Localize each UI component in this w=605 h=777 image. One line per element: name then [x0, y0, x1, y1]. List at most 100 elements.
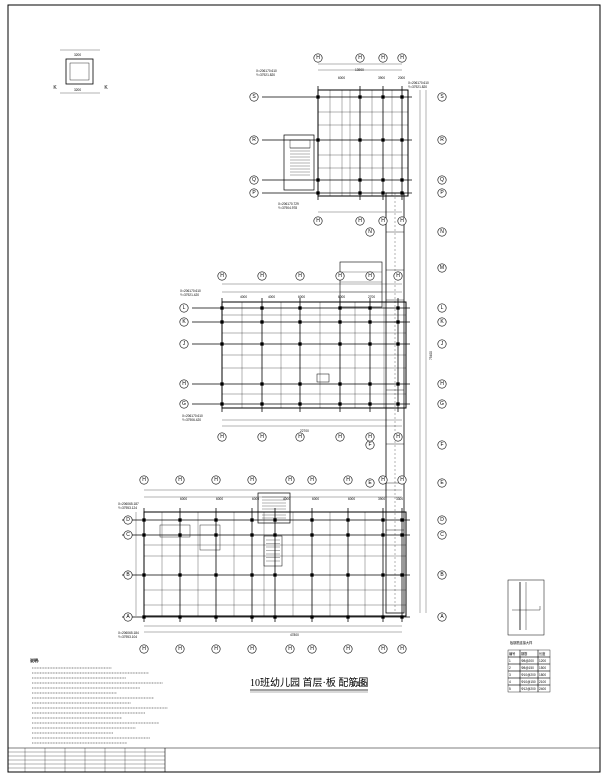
column — [338, 402, 342, 406]
svg-text:E: E — [440, 480, 444, 486]
svg-text:H: H — [381, 218, 385, 224]
grid-bubble-mid-col-bottom: H — [365, 432, 375, 442]
grid-bubble-corridor-row: E — [437, 478, 447, 488]
svg-text:H: H — [346, 477, 350, 483]
drawing-title-group: 10班幼儿园 首层·板 配筋图 1:150 — [250, 676, 368, 693]
grid-bubble-bottom-col-bottom: H — [139, 644, 149, 654]
column — [178, 615, 182, 619]
coord-top-bottom-y: Y=37904.978 — [278, 206, 297, 210]
svg-text:G: G — [440, 401, 444, 407]
svg-text:H: H — [368, 434, 372, 440]
svg-text:H: H — [182, 381, 186, 387]
dim-mid-3: 6000 — [298, 295, 305, 299]
grid-bubble-bottom-col: H — [211, 475, 221, 485]
coord-bot-left-x: X=206065.187 — [118, 502, 139, 506]
coord-top-right-y: Y=37921.820 — [408, 85, 427, 89]
bottom-room — [159, 524, 191, 538]
dim-top-2: 3900 — [378, 76, 385, 80]
grid-bubble-corridor-left: N — [365, 227, 375, 237]
dimension-labels: 6000 3900 2000 13900 4000 4000 6000 6000… — [180, 68, 433, 637]
svg-text:H: H — [310, 477, 314, 483]
dim-bot-8: 3300 — [396, 497, 403, 501]
svg-text:L: L — [183, 305, 186, 311]
legend-cell-border — [537, 684, 551, 693]
dim-bot-6: 6000 — [348, 497, 355, 501]
coord-bot-bottom-y: Y=37953.104 — [118, 635, 137, 639]
grid-bubble-bottom-row-right: D — [437, 515, 447, 525]
dim-mid-5: 2700 — [368, 295, 375, 299]
column — [220, 342, 224, 346]
grid-bubble-top-row-right: P — [437, 188, 447, 198]
grid-bubble-bottom-col-bottom: H — [211, 644, 221, 654]
column — [310, 518, 314, 522]
section-mark-k-left: K — [53, 85, 57, 91]
column — [400, 138, 404, 142]
coordinate-notes: X=206170.610 Y=37921.820 X=206170.610 Y=… — [118, 69, 429, 639]
legend-cell: 3 — [509, 673, 511, 677]
svg-text:H: H — [288, 477, 292, 483]
grid-bubble-top-row-right: S — [437, 92, 447, 102]
column — [298, 402, 302, 406]
svg-text:H: H — [440, 381, 444, 387]
dim-right-total: 75400 — [429, 351, 433, 360]
column — [220, 382, 224, 386]
notes-heading: 说明: — [30, 657, 39, 663]
svg-text:H: H — [338, 273, 342, 279]
sheet-border — [7, 4, 601, 773]
legend-cell: 编号 — [509, 651, 515, 656]
column — [310, 573, 314, 577]
column — [273, 615, 277, 619]
coord-top-left-x: X=206170.610 — [256, 69, 277, 73]
svg-text:H: H — [400, 646, 404, 652]
dim-mid-1: 4000 — [240, 295, 247, 299]
column — [250, 615, 254, 619]
svg-text:L: L — [441, 305, 444, 311]
grid-bubble-top-row: S — [249, 92, 259, 102]
column — [396, 306, 400, 310]
grid-bubble-mid-row-right: K — [437, 317, 447, 327]
coord-mid-left-x: X=206170.610 — [180, 289, 201, 293]
column-detail: 3200 3200 K K — [53, 49, 108, 94]
column — [142, 533, 146, 537]
column — [260, 320, 264, 324]
grid-bubble-mid-col-bottom: H — [257, 432, 267, 442]
grid-bubble-bottom-col: H — [378, 475, 388, 485]
svg-text:H: H — [338, 434, 342, 440]
detail-width-top: 3200 — [74, 53, 81, 57]
svg-text:H: H — [220, 434, 224, 440]
column — [178, 533, 182, 537]
mid-opening — [316, 373, 330, 383]
grid-bubble-corridor-row: F — [437, 440, 447, 450]
column — [381, 191, 385, 195]
svg-text:N: N — [440, 229, 444, 235]
svg-text:J: J — [441, 341, 444, 347]
svg-text:H: H — [214, 646, 218, 652]
column — [400, 573, 404, 577]
column — [214, 615, 218, 619]
mid-annex — [339, 261, 383, 308]
svg-text:H: H — [250, 477, 254, 483]
column — [338, 306, 342, 310]
dim-bot-4: 4000 — [283, 497, 290, 501]
stair-top — [283, 134, 315, 191]
svg-text:H: H — [316, 55, 320, 61]
grid-bubble-mid-row-right: H — [437, 379, 447, 389]
grid-bubble-mid-col-bottom: H — [335, 432, 345, 442]
column — [310, 615, 314, 619]
column — [400, 191, 404, 195]
grid-bubble-mid-col: H — [295, 271, 305, 281]
column — [368, 320, 372, 324]
grid-bubble-mid-col: H — [335, 271, 345, 281]
column — [142, 573, 146, 577]
svg-text:R: R — [440, 137, 444, 143]
stair-bottom — [257, 492, 291, 524]
grid-bubble-mid-col: H — [365, 271, 375, 281]
svg-text:H: H — [250, 646, 254, 652]
column — [220, 320, 224, 324]
grid-bubble-bottom-col-bottom: H — [285, 644, 295, 654]
svg-text:P: P — [252, 190, 256, 196]
grid-bubble-top-row: P — [249, 188, 259, 198]
detail-width-bottom: 3200 — [74, 88, 81, 92]
coord-top-bottom-x: X=206170.729 — [278, 202, 299, 206]
column — [273, 518, 277, 522]
